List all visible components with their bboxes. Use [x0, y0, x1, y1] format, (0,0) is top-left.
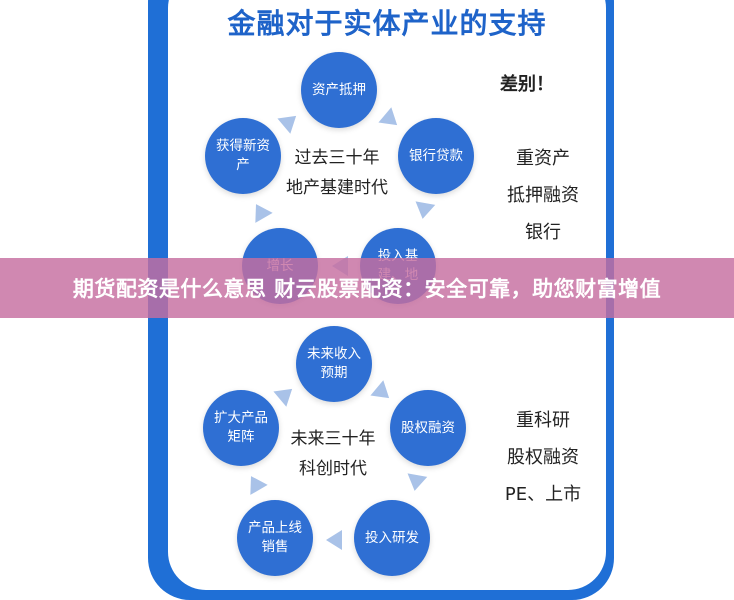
past-node-asset-mortgage: 资产抵押 — [301, 52, 377, 128]
difference-label: 差别！ — [500, 74, 554, 95]
past-node-new-assets: 获得新资产 — [205, 118, 281, 194]
past-node-bank-loan: 银行贷款 — [398, 118, 474, 194]
future-node-product-launch: 产品上线销售 — [237, 500, 313, 576]
future-arrow-2 — [404, 473, 428, 493]
future-center-label: 未来三十年 科创时代 — [290, 429, 376, 479]
future-node-product-matrix: 扩大产品矩阵 — [203, 390, 279, 466]
future-node-income-expectation: 未来收入预期 — [296, 326, 372, 402]
future-node-invest-rd: 投入研发 — [354, 500, 430, 576]
past-center-label: 过去三十年 地产基建时代 — [286, 148, 388, 198]
past-arrow-2 — [412, 201, 436, 221]
future-arrow-3 — [326, 530, 342, 550]
headline-banner: 期货配资是什么意思 财云股票配资：安全可靠，助您财富增值 — [0, 258, 734, 318]
past-features: 重资产 抵押融资 银行 — [507, 148, 579, 243]
banner-text[interactable]: 期货配资是什么意思 财云股票配资：安全可靠，助您财富增值 — [72, 277, 662, 301]
future-node-equity-financing: 股权融资 — [390, 390, 466, 466]
poster-title: 金融对于实体产业的支持 — [227, 7, 547, 40]
future-features: 重科研 股权融资 PE、上市 — [504, 410, 582, 505]
